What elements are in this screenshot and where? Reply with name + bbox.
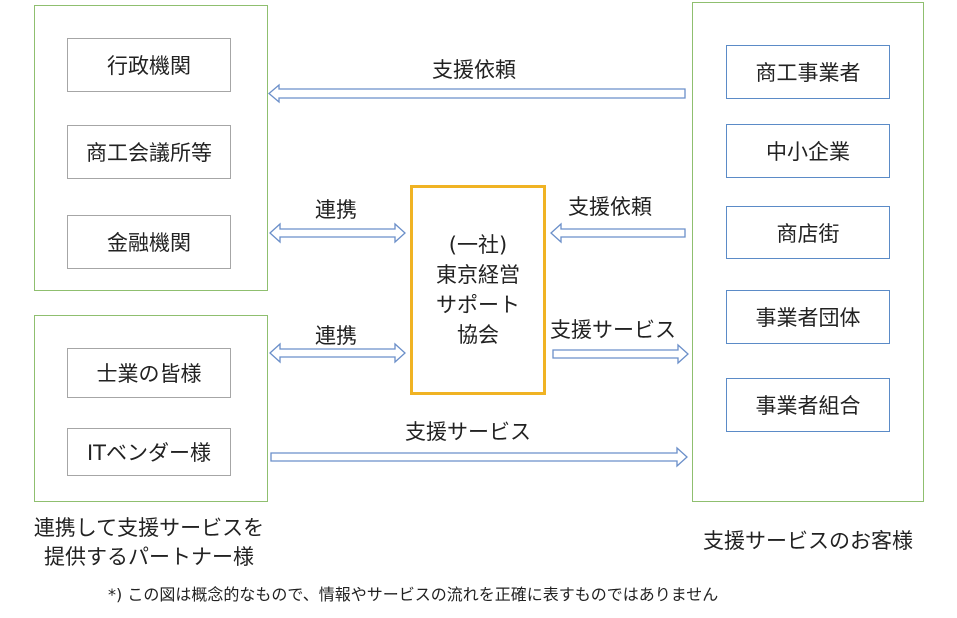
label-bottom-service: 支援サービス [405,420,531,444]
center-association-box: (一社) 東京経営 サポート 協会 [410,185,546,395]
node-kinyu-kikan: 金融機関 [67,215,231,269]
node-it-vendor: ITベンダー様 [67,428,231,476]
center-line1: (一社) [448,233,508,257]
partner-caption-line1: 連携して支援サービスを [33,516,265,540]
left-bottom-group [34,315,268,502]
node-jigyosha-kumiai: 事業者組合 [726,378,890,432]
footnote: *) この図は概念的なもので、情報やサービスの流れを正確に表すものではありません [108,585,719,604]
left-top-group [34,5,268,291]
node-chusho-kigyo: 中小企業 [726,124,890,178]
arrow-center-request [550,222,686,244]
node-shotengai: 商店街 [726,206,890,259]
arrow-bottom-service [270,446,688,468]
label-center-service: 支援サービス [550,318,676,342]
arrow-link-lower [269,342,406,364]
partner-caption: 連携して支援サービスを 提供するパートナー様 [10,514,288,572]
center-line3: サポート [436,293,520,317]
label-link-upper: 連携 [315,198,357,222]
node-shokokaigisho: 商工会議所等 [67,125,231,179]
node-gyosei-kikan: 行政機関 [67,38,231,92]
customer-caption: 支援サービスのお客様 [703,529,913,553]
arrow-top-request [267,83,686,104]
label-link-lower: 連携 [315,324,357,348]
node-jigyosha-dantai: 事業者団体 [726,290,890,344]
node-shigyo: 士業の皆様 [67,348,231,398]
partner-caption-line2: 提供するパートナー様 [44,545,254,569]
label-top-request: 支援依頼 [432,58,516,82]
center-line4: 協会 [457,323,499,347]
node-shoko-jigyosha: 商工事業者 [726,45,890,99]
arrow-link-upper [269,222,406,244]
arrow-center-service [552,343,689,365]
center-line2: 東京経営 [436,263,520,287]
right-group [692,2,924,502]
label-center-request: 支援依頼 [568,195,652,219]
